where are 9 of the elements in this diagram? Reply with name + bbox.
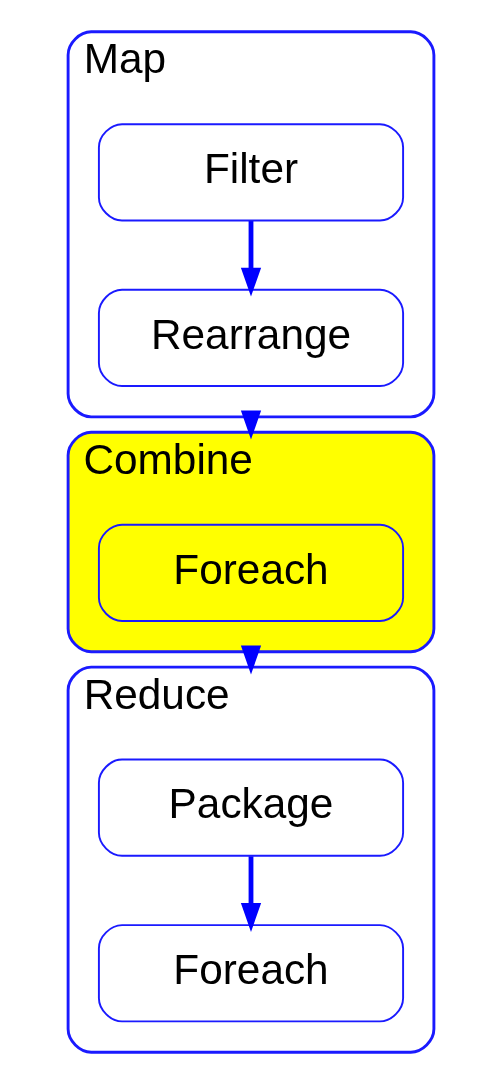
node-box: Foreach [97,924,404,1023]
arrow [240,410,261,440]
node-box: Foreach [97,523,404,622]
arrow [240,856,261,932]
node-box: Package [97,758,404,857]
node-box: Rearrange [97,288,404,388]
node-box: Filter [97,123,404,222]
arrow [240,221,261,297]
arrow [240,645,261,675]
